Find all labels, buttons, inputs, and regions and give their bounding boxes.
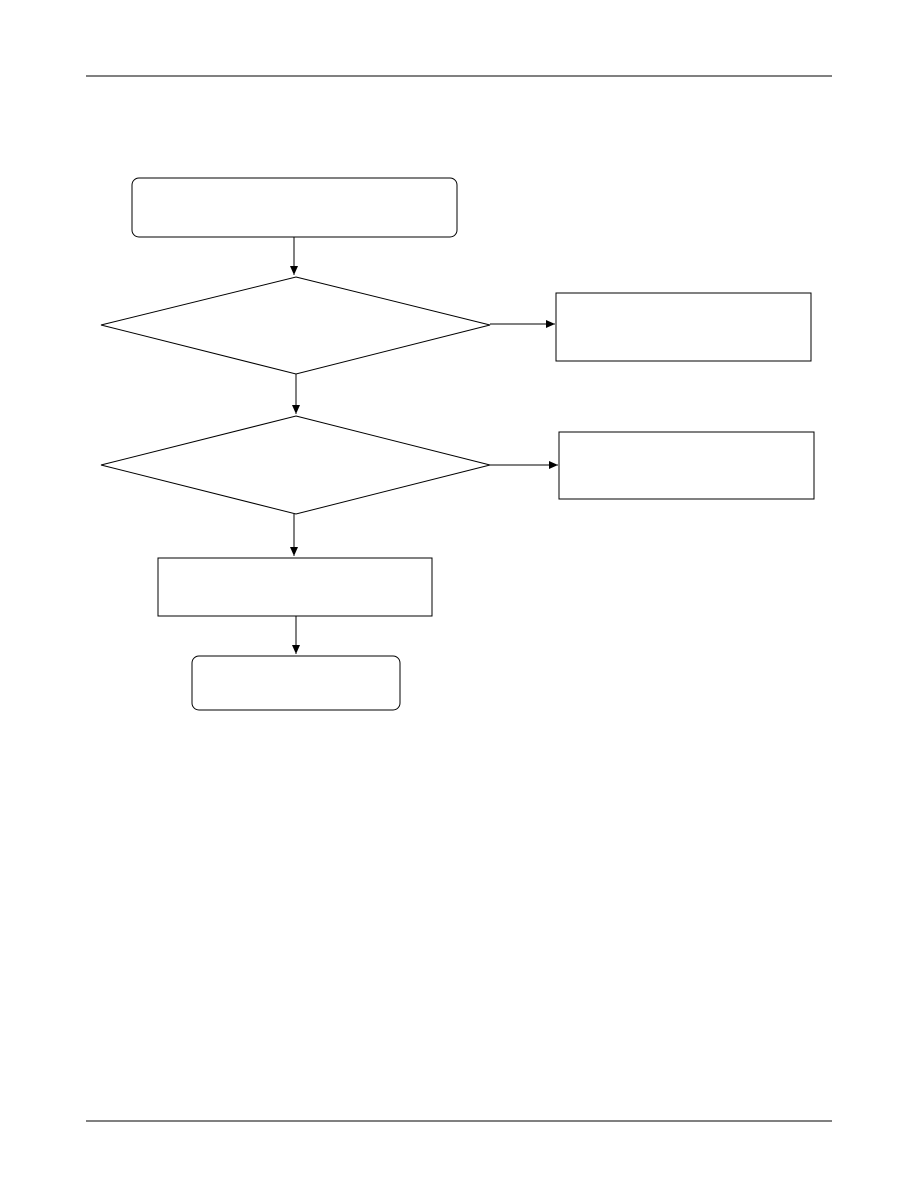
decision-node-1 [100,276,491,375]
decision-node-2 [100,415,491,515]
end-node [191,655,401,711]
side-box-2 [558,431,815,500]
side-box-1 [555,292,812,362]
process-node [157,557,433,617]
start-node [131,177,458,238]
